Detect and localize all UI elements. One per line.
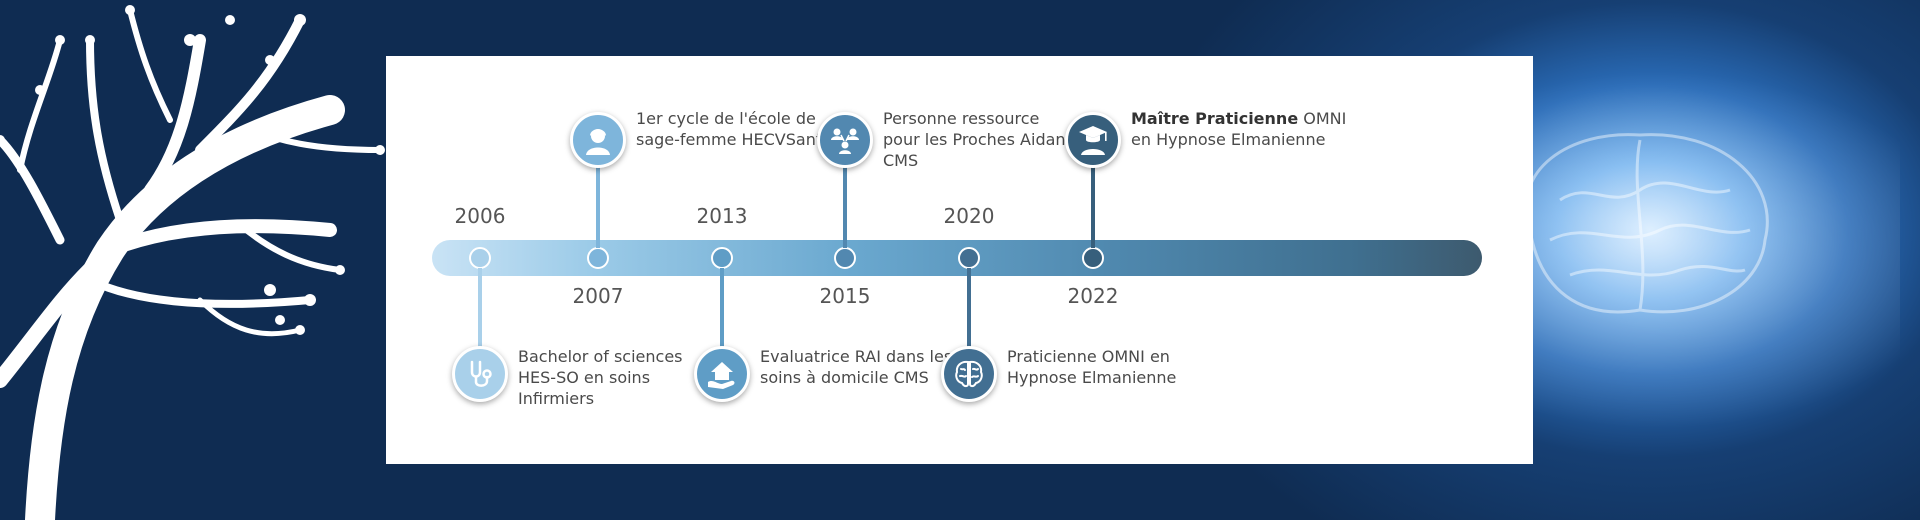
- timeline-node-2020: [958, 247, 980, 269]
- tree-illustration: [0, 5, 385, 520]
- brain-icon: [941, 346, 997, 402]
- year-label-2013: 2013: [696, 204, 748, 228]
- year-label-2020: 2020: [943, 204, 995, 228]
- network-people-icon: [817, 112, 873, 168]
- home-care-icon: [694, 346, 750, 402]
- timeline-connector: [720, 268, 724, 358]
- midwife-icon: [570, 112, 626, 168]
- stethoscope-icon: [452, 346, 508, 402]
- timeline-node-2013: [711, 247, 733, 269]
- year-label-2015: 2015: [819, 284, 871, 308]
- timeline-connector: [843, 136, 847, 248]
- year-label-2022: 2022: [1067, 284, 1119, 308]
- timeline-connector: [967, 268, 971, 358]
- timeline-node-2006: [469, 247, 491, 269]
- timeline-connector: [1091, 136, 1095, 248]
- timeline-node-2007: [587, 247, 609, 269]
- brain-illustration: [1524, 133, 1769, 314]
- timeline-connector: [478, 268, 482, 358]
- graduate-icon: [1065, 112, 1121, 168]
- year-label-2007: 2007: [572, 284, 624, 308]
- timeline-node-2022: [1082, 247, 1104, 269]
- year-label-2006: 2006: [454, 204, 506, 228]
- timeline-node-2015: [834, 247, 856, 269]
- timeline-connector: [596, 136, 600, 248]
